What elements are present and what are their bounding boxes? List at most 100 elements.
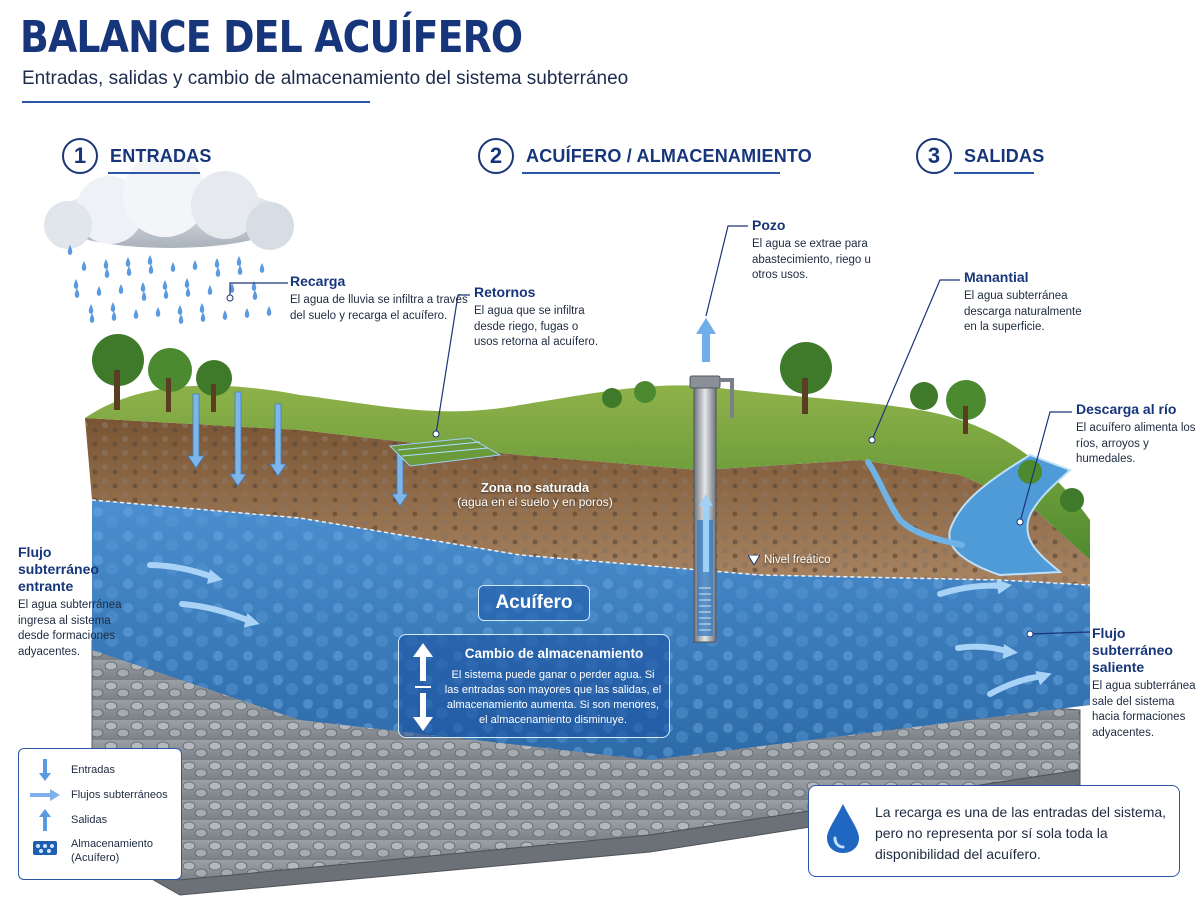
rain-drop (252, 290, 258, 300)
label-title: Retornos (474, 284, 536, 300)
label-text: El agua subterránea descarga naturalment… (964, 290, 1082, 333)
label-title: Descarga al río (1076, 401, 1177, 417)
label-manantial: Manantial El agua subterránea descarga n… (964, 269, 1096, 336)
rain-drop (125, 257, 131, 267)
label-flujo-saliente: Flujo subterráneo saliente El agua subte… (1092, 625, 1196, 741)
legend-item-salidas: Salidas (29, 809, 107, 831)
rain-drop (111, 311, 117, 321)
rain-drop (140, 282, 146, 292)
down-arrow-icon (29, 759, 61, 781)
section-underline (522, 172, 780, 174)
rain-drop (141, 291, 147, 301)
right-arrow-icon (29, 784, 61, 806)
legend-label: Flujos subterráneos (71, 789, 168, 801)
recharge-arrow (269, 403, 287, 477)
rain-drop (67, 245, 73, 255)
label-text: El agua de lluvia se infiltra a través d… (290, 294, 468, 322)
section-salidas: 3 SALIDAS (916, 136, 1044, 176)
storage-change-box: Cambio de almacenamiento El sistema pued… (398, 634, 670, 738)
rain-drop (222, 310, 228, 320)
section-underline (108, 172, 200, 174)
label-flujo-entrante: Flujo subterráneo entrante El agua subte… (18, 544, 130, 660)
rain-drop (236, 256, 242, 266)
spring-outflow (865, 459, 965, 548)
water-table-icon (748, 555, 760, 565)
rain-drop (74, 288, 80, 298)
ground-surface (85, 385, 1090, 560)
water-drop-icon (827, 804, 859, 853)
water-table-line (91, 499, 1091, 586)
rain-drops (67, 245, 272, 324)
rain-drop (147, 255, 153, 265)
note-box: La recarga es una de las entradas del si… (808, 785, 1180, 877)
legend-label: Salidas (71, 814, 108, 826)
flow-arrow-head (996, 579, 1012, 595)
rain-drop (178, 314, 184, 324)
section-entradas: 1 ENTRADAS (62, 136, 212, 176)
title-underline (22, 101, 370, 103)
page-title: BALANCE DEL ACUÍFERO (20, 12, 523, 63)
section-label: SALIDAS (964, 145, 1045, 166)
label-text: El agua subterránea sale del sistema hac… (1092, 680, 1196, 739)
rain-drop (133, 309, 139, 319)
section-number: 3 (916, 138, 952, 174)
up-down-arrow-icon (413, 643, 433, 731)
section-underline (954, 172, 1034, 174)
flow-arrow-head (1002, 644, 1018, 659)
rain-drop (89, 313, 95, 323)
rain-drop (214, 258, 220, 268)
rain-drop (81, 261, 87, 271)
rain-drop (104, 268, 110, 278)
rain-drop (103, 259, 109, 269)
section-label: ACUÍFERO / ALMACENAMIENTO (526, 145, 812, 166)
water-table-text: Nivel freático (764, 554, 831, 566)
zone-subtitle: (agua en el suelo y en poros) (457, 495, 613, 509)
flow-arrow-head (207, 569, 223, 585)
leader-lines (229, 225, 1091, 635)
aquifer-badge: Acuífero (478, 585, 590, 621)
label-zona-no-saturada: Zona no saturada (agua en el suelo y en … (420, 480, 650, 509)
flow-arrow-head (1035, 671, 1052, 686)
rain-drop (162, 280, 168, 290)
label-text: El agua subterránea ingresa al sistema d… (18, 599, 122, 658)
rain-drop (259, 263, 265, 273)
flow-arrow (179, 601, 255, 625)
aquifer-label: Acuífero (495, 592, 573, 613)
label-title: Manantial (964, 269, 1029, 285)
section-label: ENTRADAS (110, 145, 212, 166)
label-text: El acuífero alimenta los ríos, arroyos y… (1076, 422, 1196, 465)
legend-item-almacenamiento: Almacenamiento (Acuífero) (29, 837, 161, 865)
legend: Entradas Flujos subterráneos Salidas Alm… (18, 748, 182, 880)
up-arrow-icon (29, 809, 61, 831)
rain-drop (237, 265, 243, 275)
legend-label: Entradas (71, 764, 116, 776)
rain-drop (192, 260, 198, 270)
rain-drop (163, 289, 169, 299)
irrigation-field (388, 437, 502, 467)
label-title: Flujo subterráneo saliente (1092, 625, 1173, 675)
groundwater-flow-arrows (147, 562, 1052, 697)
label-title: Pozo (752, 217, 786, 233)
storage-text: El sistema puede ganar o perder agua. Si… (444, 669, 662, 726)
rain-drop (266, 306, 272, 316)
rain-drop (126, 266, 132, 276)
rain-drop (229, 283, 235, 293)
rain-drop (244, 308, 250, 318)
legend-label: Almacenamiento (Acuífero) (71, 838, 153, 864)
label-text: El agua que se infiltra desde riego, fug… (474, 305, 599, 348)
label-title: Flujo subterráneo entrante (18, 544, 99, 594)
river (948, 453, 1072, 577)
rain-drop (207, 285, 213, 295)
zone-title: Zona no saturada (480, 480, 590, 495)
rain-drop (155, 307, 161, 317)
rain-drop (110, 302, 116, 312)
rain-drop (170, 262, 176, 272)
unsaturated-texture (85, 418, 1090, 585)
label-retornos: Retornos El agua que se infiltra desde r… (474, 284, 600, 351)
section-number: 1 (62, 138, 98, 174)
label-recarga: Recarga El agua de lluvia se infiltra a … (290, 273, 470, 324)
dots-icon (29, 837, 61, 859)
recharge-arrow (229, 391, 247, 487)
rain-drop (88, 304, 94, 314)
